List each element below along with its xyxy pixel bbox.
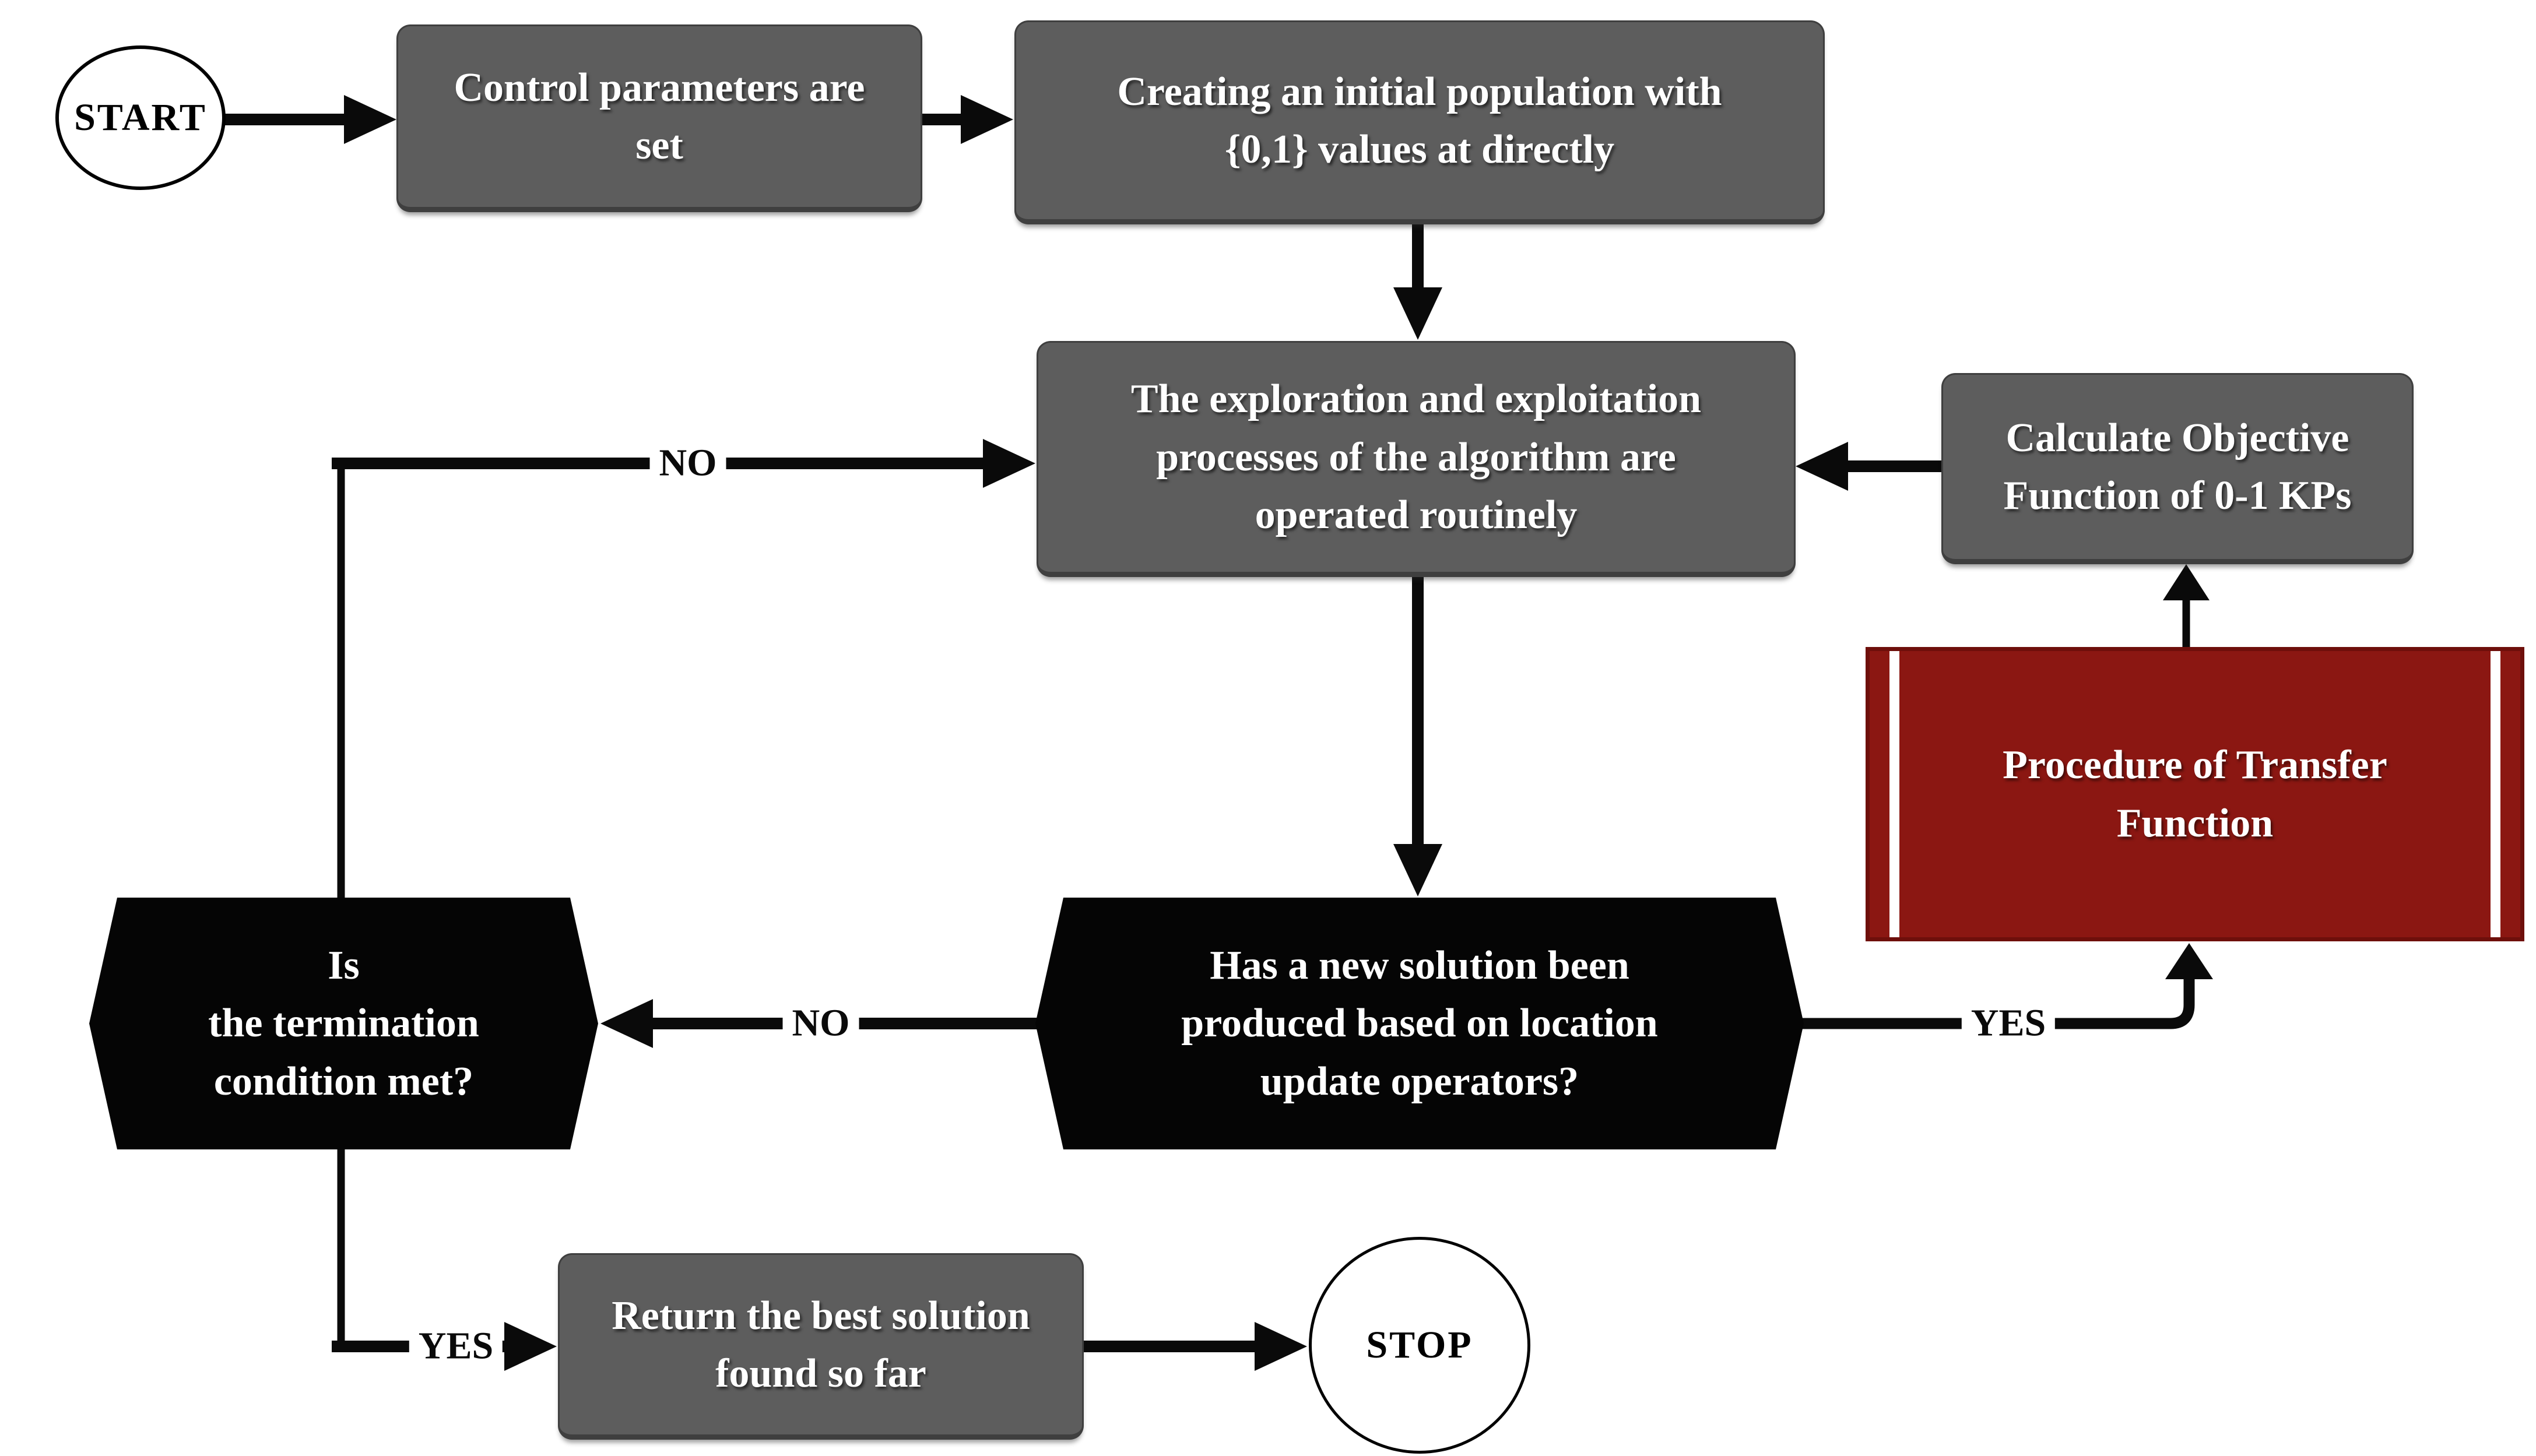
predefined-left-bar: [1889, 651, 1899, 937]
arrow-termination-no-to-exploration: [332, 439, 1035, 899]
arrow-new-solution-yes-to-transfer-function: [1799, 943, 2213, 1029]
node-control-params: Control parameters are set: [396, 24, 922, 212]
arrow-start-to-control-params: [220, 95, 396, 144]
node-exploration: The exploration and exploitation process…: [1037, 341, 1796, 577]
node-return-best-label: Return the best solution found so far: [612, 1293, 1030, 1396]
node-init-population-label: Creating an initial population with {0,1…: [1117, 69, 1722, 172]
node-start: START: [55, 45, 226, 190]
arrow-transfer-function-to-calc-objective: [2163, 564, 2210, 651]
arrow-calc-objective-to-exploration: [1796, 442, 1946, 491]
node-control-params-label: Control parameters are set: [454, 65, 865, 168]
node-termination-label: Is the termination condition met?: [208, 942, 479, 1104]
edge-label-new-solution-no: NO: [782, 1002, 859, 1045]
node-calc-objective: Calculate Objective Function of 0-1 KPs: [1941, 373, 2414, 564]
arrow-exploration-to-new-solution: [1393, 572, 1442, 896]
arrow-init-population-to-exploration: [1393, 219, 1442, 340]
edge-label-termination-no: NO: [649, 442, 726, 485]
predefined-right-bar: [2491, 651, 2500, 937]
edge-label-new-solution-yes: YES: [1961, 1002, 2056, 1045]
arrow-control-params-to-init-population: [918, 95, 1013, 144]
node-init-population: Creating an initial population with {0,1…: [1014, 20, 1825, 224]
node-return-best: Return the best solution found so far: [558, 1253, 1084, 1440]
node-stop-label: STOP: [1366, 1324, 1473, 1367]
node-termination: Is the termination condition met?: [89, 898, 598, 1149]
node-transfer-function-label: Procedure of Transfer Function: [2003, 743, 2387, 846]
node-start-label: START: [74, 96, 207, 139]
node-stop: STOP: [1309, 1237, 1530, 1454]
node-transfer-function: Procedure of Transfer Function: [1866, 647, 2524, 941]
node-new-solution: Has a new solution been produced based o…: [1035, 898, 1804, 1149]
edge-label-termination-yes: YES: [409, 1325, 503, 1368]
node-calc-objective-label: Calculate Objective Function of 0-1 KPs: [2003, 415, 2352, 518]
node-exploration-label: The exploration and exploitation process…: [1130, 377, 1702, 538]
arrow-return-best-to-stop: [1079, 1322, 1307, 1371]
node-new-solution-label: Has a new solution been produced based o…: [1181, 942, 1658, 1104]
